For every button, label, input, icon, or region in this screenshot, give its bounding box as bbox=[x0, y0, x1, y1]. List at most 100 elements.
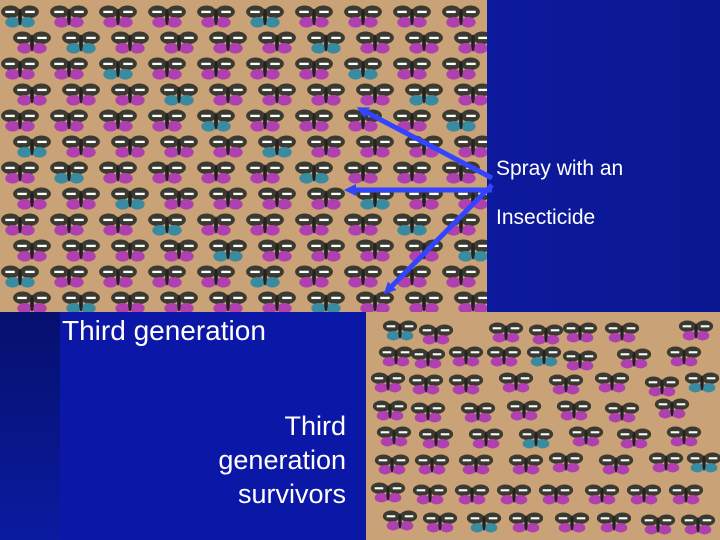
moth-icon bbox=[295, 57, 333, 80]
moth-icon bbox=[488, 322, 524, 343]
moth-icon bbox=[372, 400, 408, 421]
moth-icon bbox=[538, 484, 574, 505]
moth-icon bbox=[62, 31, 100, 54]
moth-icon bbox=[454, 484, 490, 505]
moth-icon bbox=[209, 291, 247, 312]
moth-icon bbox=[448, 346, 484, 367]
moth-icon bbox=[548, 452, 584, 473]
spray-label-line1: Spray with an bbox=[496, 157, 624, 180]
spray-label-line2: Insecticide bbox=[496, 206, 596, 229]
moth-icon bbox=[246, 213, 284, 236]
moth-icon bbox=[644, 376, 680, 397]
moth-icon bbox=[344, 213, 382, 236]
moth-icon bbox=[99, 265, 137, 288]
moth-icon bbox=[666, 346, 702, 367]
moth-icon bbox=[13, 83, 51, 106]
moth-icon bbox=[393, 161, 431, 184]
moth-icon bbox=[307, 187, 345, 210]
moth-icon bbox=[468, 428, 504, 449]
moth-icon bbox=[62, 291, 100, 312]
moth-icon bbox=[508, 454, 544, 475]
moth-icon bbox=[160, 31, 198, 54]
moth-icon bbox=[197, 109, 235, 132]
moth-icon bbox=[442, 265, 480, 288]
moth-icon bbox=[246, 265, 284, 288]
moth-icon bbox=[209, 135, 247, 158]
moth-icon bbox=[412, 484, 448, 505]
moth-icon bbox=[376, 426, 412, 447]
moth-icon bbox=[442, 5, 480, 28]
moth-icon bbox=[356, 135, 394, 158]
moth-icon bbox=[99, 161, 137, 184]
moth-icon bbox=[448, 374, 484, 395]
moth-icon bbox=[604, 322, 640, 343]
moth-icon bbox=[197, 5, 235, 28]
moth-icon bbox=[454, 31, 487, 54]
moth-icon bbox=[442, 57, 480, 80]
moth-icon bbox=[584, 484, 620, 505]
moth-icon bbox=[680, 514, 716, 535]
moth-icon bbox=[13, 291, 51, 312]
moth-icon bbox=[246, 161, 284, 184]
moth-icon bbox=[197, 161, 235, 184]
moth-grid bbox=[1, 5, 487, 312]
moth-icon bbox=[405, 83, 443, 106]
moth-icon bbox=[518, 428, 554, 449]
moth-icon bbox=[62, 187, 100, 210]
moth-population-before-spray bbox=[0, 0, 487, 312]
moth-icon bbox=[307, 83, 345, 106]
moth-icon bbox=[418, 428, 454, 449]
moth-icon bbox=[50, 5, 88, 28]
moth-icon bbox=[148, 57, 186, 80]
moth-icon bbox=[62, 239, 100, 262]
moth-icon bbox=[258, 31, 296, 54]
moth-icon bbox=[616, 348, 652, 369]
moth-icon bbox=[418, 324, 454, 345]
moth-icon bbox=[99, 5, 137, 28]
moth-icon bbox=[197, 213, 235, 236]
moth-icon bbox=[454, 239, 487, 262]
moth-icon bbox=[393, 109, 431, 132]
arrow-icon bbox=[356, 107, 494, 181]
moth-icon bbox=[1, 161, 39, 184]
moth-icon bbox=[13, 31, 51, 54]
moth-icon bbox=[393, 5, 431, 28]
moth-icon bbox=[258, 291, 296, 312]
moth-icon bbox=[356, 239, 394, 262]
moth-icon bbox=[508, 512, 544, 533]
moth-icon bbox=[160, 291, 198, 312]
moth-icon bbox=[562, 350, 598, 371]
survivors-label-line1: Third bbox=[284, 411, 346, 441]
moth-icon bbox=[668, 484, 704, 505]
moth-icon bbox=[454, 135, 487, 158]
moth-icon bbox=[382, 320, 418, 341]
moth-icon bbox=[356, 291, 394, 312]
moth-icon bbox=[526, 346, 562, 367]
moth-icon bbox=[1, 5, 39, 28]
moth-icon bbox=[405, 291, 443, 312]
moth-icon bbox=[1, 109, 39, 132]
moth-icon bbox=[99, 109, 137, 132]
moth-icon bbox=[295, 5, 333, 28]
moth-icon bbox=[506, 400, 542, 421]
moth-icon bbox=[50, 213, 88, 236]
moth-icon bbox=[616, 428, 652, 449]
moth-scatter bbox=[370, 320, 720, 535]
moth-icon bbox=[295, 265, 333, 288]
moth-icon bbox=[1, 57, 39, 80]
moth-icon bbox=[344, 5, 382, 28]
moth-icon bbox=[148, 161, 186, 184]
moth-icon bbox=[160, 239, 198, 262]
moth-icon bbox=[344, 57, 382, 80]
moth-icon bbox=[410, 348, 446, 369]
moth-icon bbox=[111, 31, 149, 54]
moth-icon bbox=[686, 452, 720, 473]
moth-icon bbox=[594, 372, 630, 393]
moth-icon bbox=[258, 83, 296, 106]
moth-icon bbox=[654, 398, 690, 419]
moth-icon bbox=[1, 265, 39, 288]
moth-icon bbox=[258, 239, 296, 262]
moth-icon bbox=[405, 31, 443, 54]
moth-icon bbox=[344, 265, 382, 288]
